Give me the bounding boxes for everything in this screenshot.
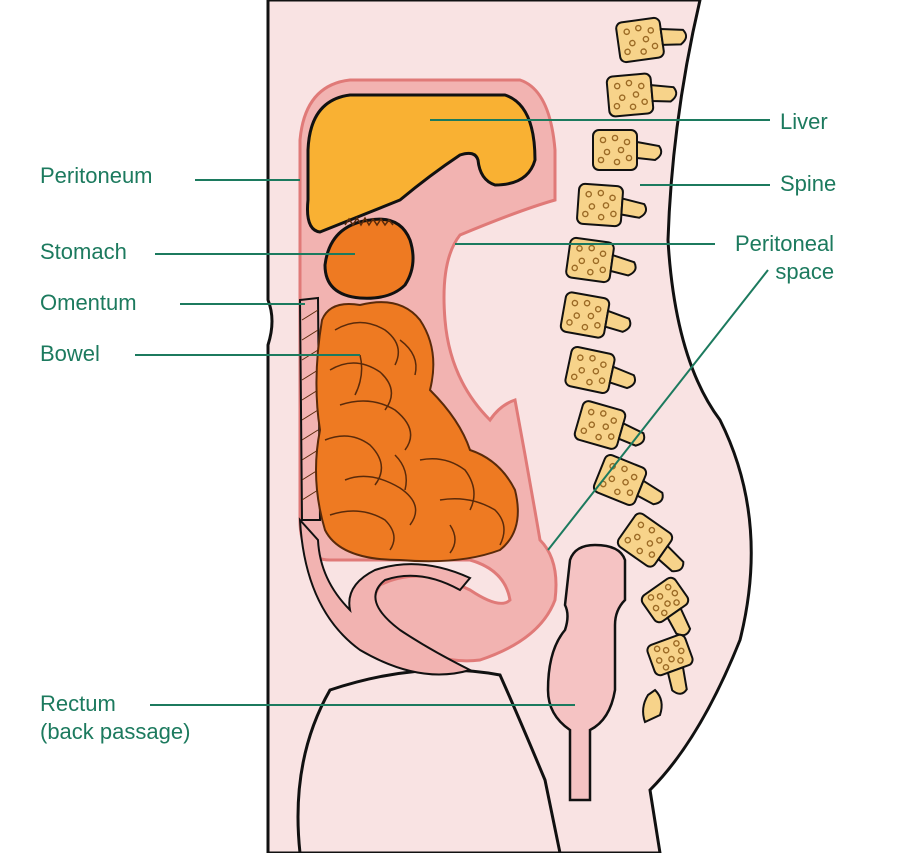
stomach-shape	[323, 217, 415, 300]
spine-group	[559, 16, 694, 724]
label-peritoneal-space: Peritoneal space	[735, 231, 835, 284]
label-peritoneum: Peritoneum	[40, 163, 153, 188]
omentum-hatching	[301, 309, 319, 501]
stomach-rugae	[344, 216, 394, 227]
vertebra	[646, 633, 694, 695]
vertebra	[605, 72, 678, 118]
vertebra	[616, 512, 685, 573]
vertebra	[573, 400, 646, 450]
vertebra	[565, 236, 637, 284]
vertebra	[592, 454, 664, 506]
coccyx	[642, 688, 663, 724]
vertebra	[564, 345, 637, 395]
label-stomach: Stomach	[40, 239, 127, 264]
bowel-mass	[315, 301, 519, 563]
leader-peritoneal-space-2	[547, 269, 769, 551]
label-rectum: Rectum (back passage)	[40, 691, 191, 744]
vertebra	[640, 576, 692, 637]
vertebra	[559, 291, 632, 339]
leader-lines	[135, 119, 770, 706]
bowel-loops	[324, 321, 505, 554]
liver-shape	[306, 93, 537, 234]
omentum-strip	[298, 296, 322, 521]
rectum-shape	[546, 543, 627, 802]
label-bowel: Bowel	[40, 341, 100, 366]
peritoneum-lower-fold	[298, 517, 473, 676]
label-liver: Liver	[780, 109, 828, 134]
label-spine: Spine	[780, 171, 837, 196]
vertebra	[615, 16, 688, 64]
vertebra	[576, 182, 648, 228]
label-omentum: Omentum	[40, 290, 137, 315]
vertebra	[592, 129, 663, 171]
